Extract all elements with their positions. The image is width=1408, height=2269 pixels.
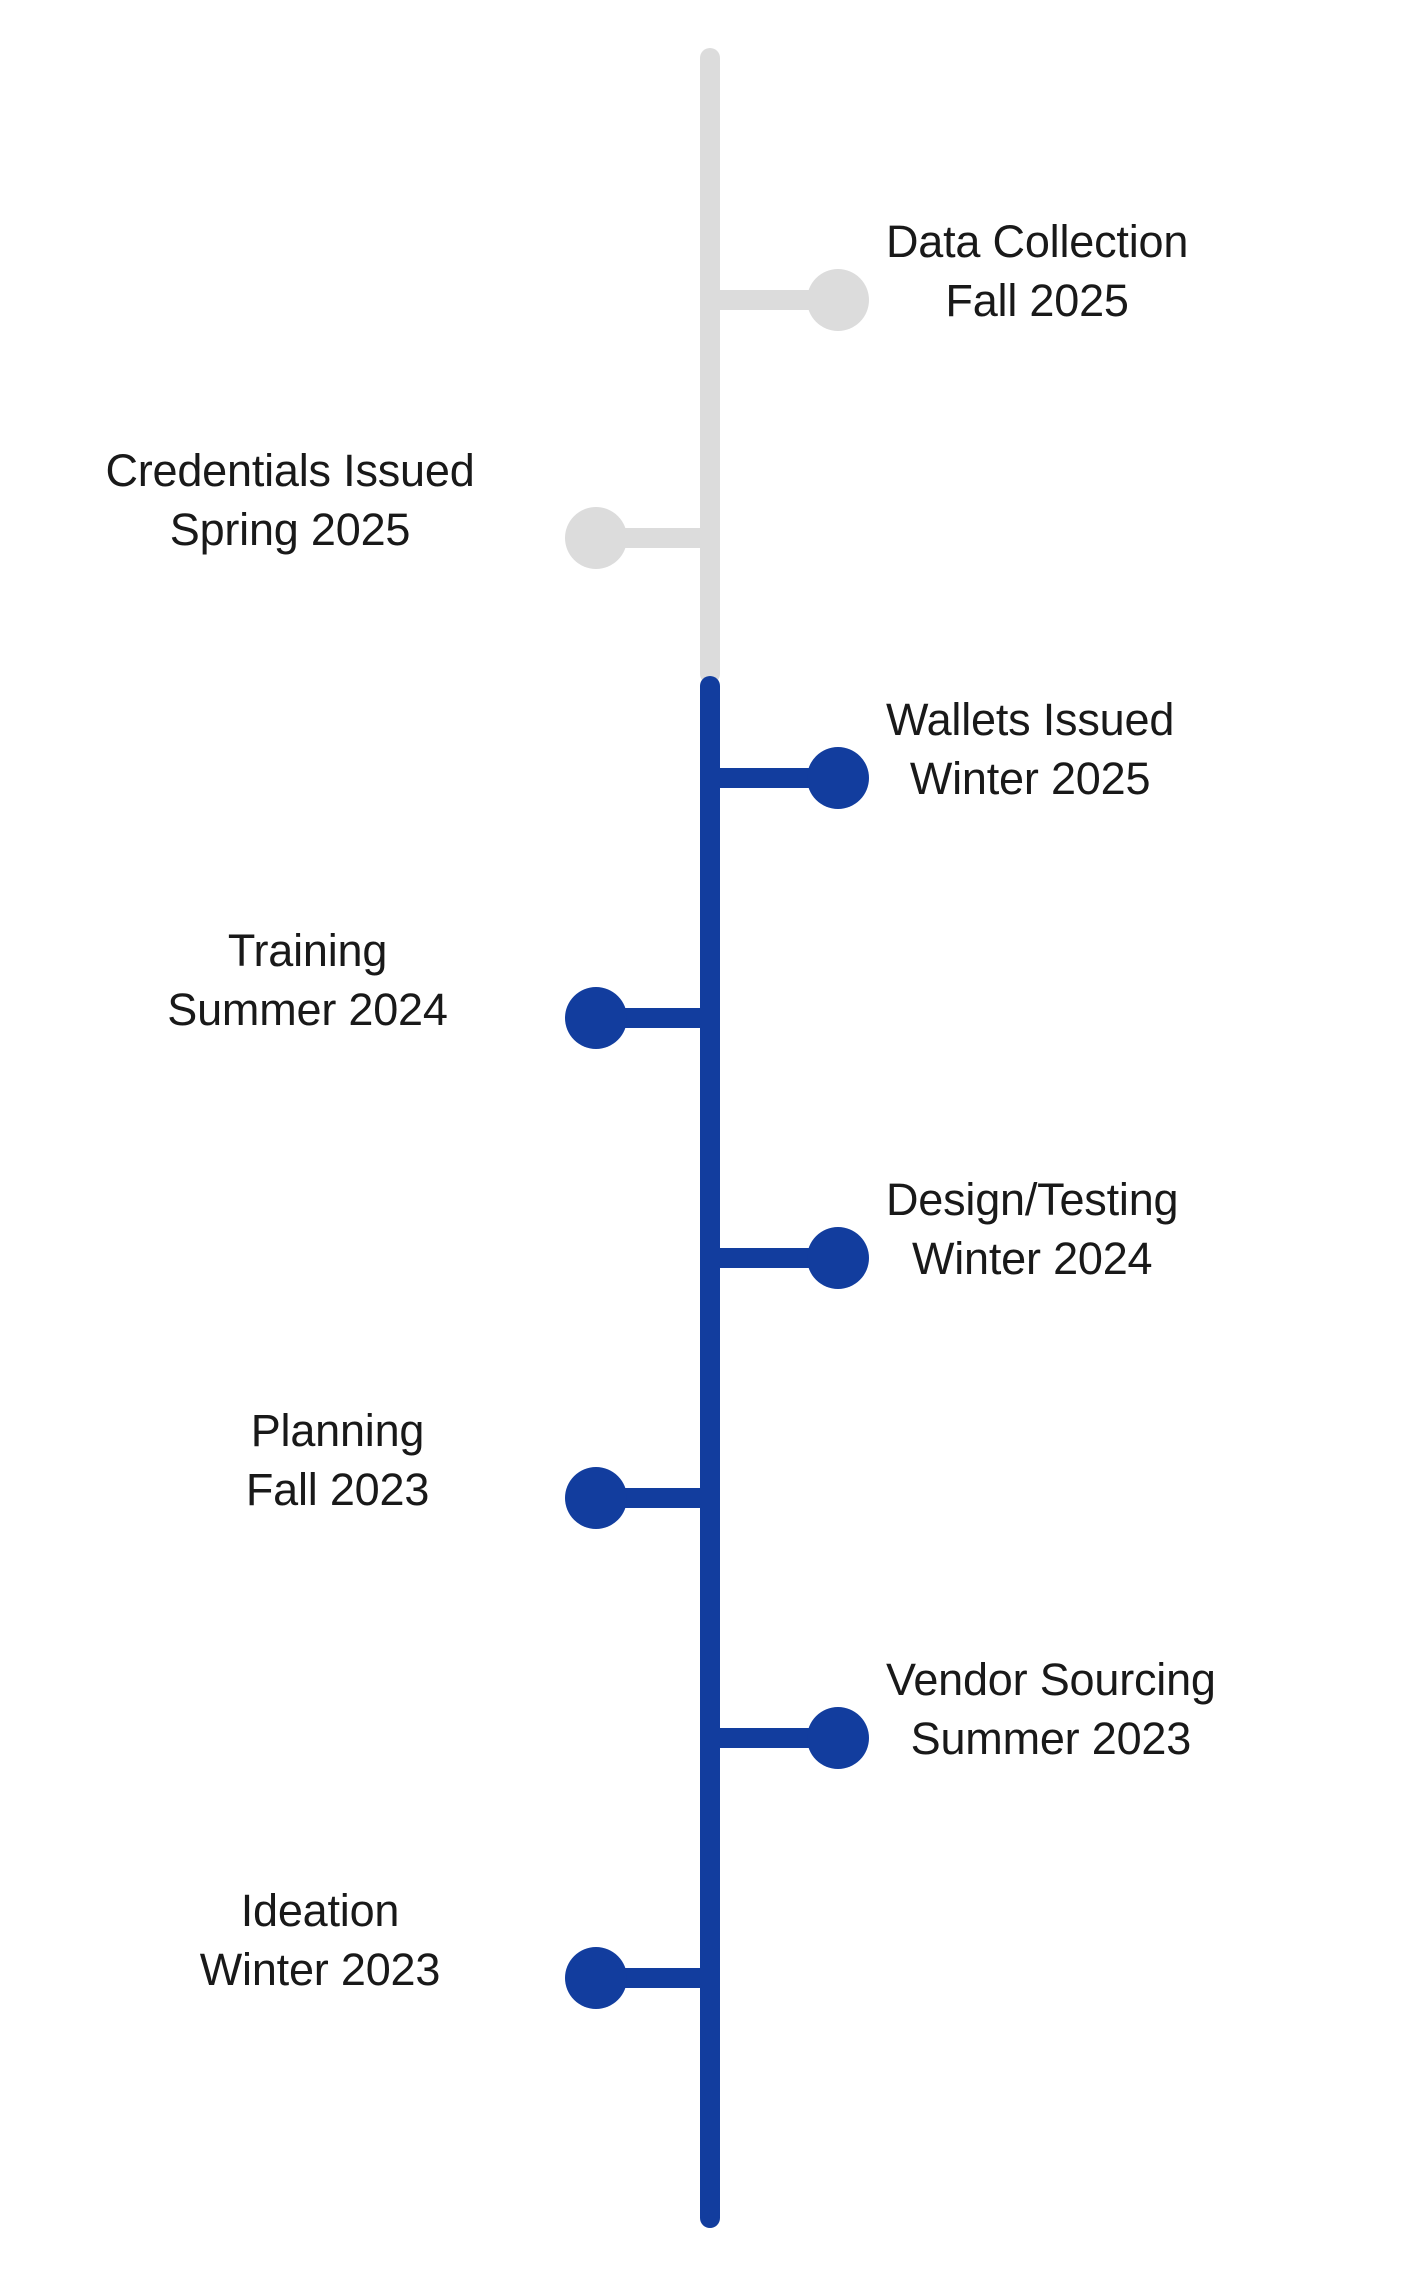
milestone-dot-wallets-issued[interactable]: [807, 747, 869, 809]
connector-ideation: [608, 1968, 712, 1988]
milestone-label-ideation: Ideation Winter 2023: [85, 1881, 555, 2000]
milestone-title-ideation: Ideation: [240, 1885, 400, 1936]
milestone-title-vendor-sourcing: Vendor Sourcing: [886, 1654, 1216, 1705]
milestone-dot-planning[interactable]: [565, 1467, 627, 1529]
connector-credentials-issued: [608, 528, 712, 548]
milestone-date-wallets-issued: Winter 2025: [909, 753, 1151, 805]
milestone-dot-vendor-sourcing[interactable]: [807, 1707, 869, 1769]
milestone-title-data-collection: Data Collection: [886, 216, 1189, 267]
milestone-label-vendor-sourcing: Vendor Sourcing Summer 2023: [886, 1650, 1216, 1769]
milestone-label-wallets-issued: Wallets Issued Winter 2025: [886, 690, 1174, 809]
milestone-label-data-collection: Data Collection Fall 2025: [886, 212, 1188, 331]
milestone-dot-design-testing[interactable]: [807, 1227, 869, 1289]
connector-planning: [608, 1488, 712, 1508]
milestone-title-wallets-issued: Wallets Issued: [886, 694, 1175, 745]
milestone-date-design-testing: Winter 2024: [911, 1233, 1153, 1285]
connector-training: [608, 1008, 712, 1028]
timeline-spine-completed: [700, 676, 720, 2228]
milestone-dot-training[interactable]: [565, 987, 627, 1049]
milestone-title-training: Training: [227, 925, 388, 976]
milestone-label-planning: Planning Fall 2023: [120, 1401, 555, 1520]
timeline-spine-upcoming: [700, 48, 720, 684]
milestone-dot-ideation[interactable]: [565, 1947, 627, 2009]
milestone-date-training: Summer 2024: [167, 984, 448, 1036]
milestone-title-credentials-issued: Credentials Issued: [105, 445, 475, 496]
milestone-label-credentials-issued: Credentials Issued Spring 2025: [25, 441, 555, 560]
milestone-date-credentials-issued: Spring 2025: [169, 504, 411, 556]
milestone-date-ideation: Winter 2023: [199, 1944, 441, 1996]
milestone-dot-credentials-issued[interactable]: [565, 507, 627, 569]
milestone-title-design-testing: Design/Testing: [886, 1174, 1179, 1225]
milestone-date-vendor-sourcing: Summer 2023: [910, 1713, 1192, 1765]
milestone-date-planning: Fall 2023: [245, 1464, 430, 1516]
milestone-title-planning: Planning: [250, 1405, 425, 1456]
milestone-date-data-collection: Fall 2025: [945, 275, 1129, 327]
milestone-dot-data-collection[interactable]: [807, 269, 869, 331]
milestone-label-training: Training Summer 2024: [60, 921, 555, 1040]
milestone-label-design-testing: Design/Testing Winter 2024: [886, 1170, 1179, 1289]
